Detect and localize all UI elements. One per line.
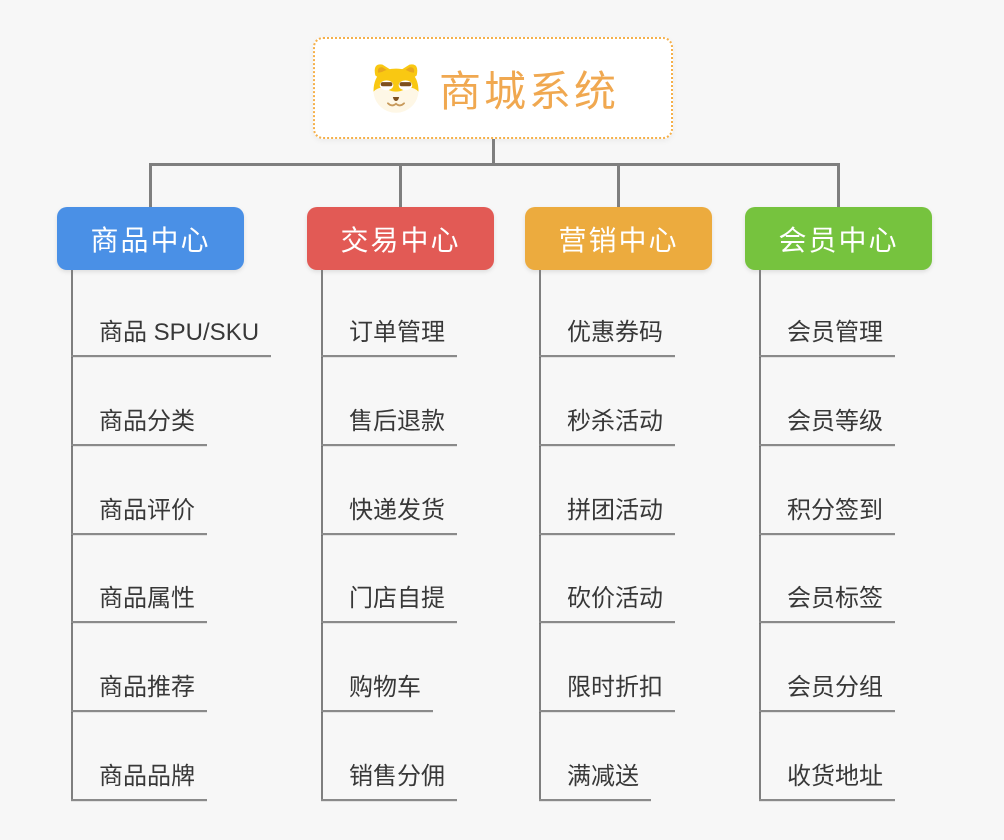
leaf-node[interactable]: 砍价活动 — [539, 582, 675, 623]
branch-node[interactable]: 营销中心 — [525, 207, 712, 270]
leaf-label: 销售分佣 — [349, 763, 445, 790]
leaf-node[interactable]: 会员标签 — [759, 582, 895, 623]
leaf-label: 拼团活动 — [567, 497, 663, 524]
branch-node[interactable]: 商品中心 — [57, 207, 244, 270]
leaf-label: 商品 SPU/SKU — [99, 319, 260, 346]
leaf-label: 商品属性 — [99, 585, 195, 612]
branch-label: 交易中心 — [340, 224, 461, 256]
connector-line — [491, 139, 495, 166]
connector-line — [71, 270, 73, 801]
leaf-label: 收货地址 — [787, 763, 883, 790]
leaf-node[interactable]: 会员管理 — [759, 316, 895, 357]
leaf-node[interactable]: 商品评价 — [71, 494, 207, 535]
leaf-node[interactable]: 优惠券码 — [539, 316, 675, 357]
leaf-node[interactable]: 积分签到 — [759, 494, 895, 535]
leaf-node[interactable]: 商品推荐 — [71, 671, 207, 712]
root-title: 商城系统 — [438, 67, 619, 115]
leaf-label: 砍价活动 — [567, 585, 663, 612]
leaf-node[interactable]: 订单管理 — [321, 316, 457, 357]
leaf-label: 满减送 — [567, 763, 639, 790]
leaf-node[interactable]: 购物车 — [321, 671, 433, 712]
leaf-label: 商品推荐 — [99, 674, 195, 701]
leaf-label: 商品评价 — [99, 497, 195, 524]
leaf-node[interactable]: 会员分组 — [759, 671, 895, 712]
branch-label: 会员中心 — [778, 224, 899, 256]
branch-node[interactable]: 交易中心 — [307, 207, 494, 270]
dog-icon — [367, 61, 425, 115]
root-node[interactable]: 商城系统 — [313, 37, 673, 139]
leaf-label: 积分签到 — [787, 497, 883, 524]
connector-line — [617, 163, 620, 207]
leaf-label: 会员分组 — [787, 674, 883, 701]
leaf-node[interactable]: 商品品牌 — [71, 760, 207, 801]
connector-line — [149, 163, 840, 166]
leaf-label: 会员等级 — [787, 408, 883, 435]
branch-label: 营销中心 — [558, 224, 679, 256]
leaf-node[interactable]: 商品 SPU/SKU — [71, 316, 272, 357]
leaf-node[interactable]: 秒杀活动 — [539, 405, 675, 446]
leaf-node[interactable]: 商品属性 — [71, 582, 207, 623]
connector-line — [149, 163, 152, 207]
leaf-label: 门店自提 — [349, 585, 445, 612]
leaf-node[interactable]: 收货地址 — [759, 760, 895, 801]
leaf-label: 购物车 — [349, 674, 421, 701]
leaf-node[interactable]: 快递发货 — [321, 494, 457, 535]
leaf-label: 限时折扣 — [567, 674, 663, 701]
leaf-label: 会员标签 — [787, 585, 883, 612]
connector-line — [321, 270, 323, 801]
branch-label: 商品中心 — [90, 224, 211, 256]
branch-node[interactable]: 会员中心 — [745, 207, 932, 270]
leaf-label: 快递发货 — [349, 497, 445, 524]
leaf-node[interactable]: 售后退款 — [321, 405, 457, 446]
connector-line — [539, 270, 541, 801]
leaf-label: 订单管理 — [349, 319, 445, 346]
leaf-node[interactable]: 会员等级 — [759, 405, 895, 446]
leaf-label: 商品分类 — [99, 408, 195, 435]
leaf-node[interactable]: 销售分佣 — [321, 760, 457, 801]
leaf-node[interactable]: 门店自提 — [321, 582, 457, 623]
leaf-label: 商品品牌 — [99, 763, 195, 790]
leaf-label: 售后退款 — [349, 408, 445, 435]
connector-line — [837, 163, 840, 207]
leaf-node[interactable]: 限时折扣 — [539, 671, 675, 712]
leaf-node[interactable]: 拼团活动 — [539, 494, 675, 535]
connector-line — [759, 270, 761, 801]
connector-line — [399, 163, 402, 207]
leaf-label: 优惠券码 — [567, 319, 663, 346]
leaf-node[interactable]: 满减送 — [539, 760, 651, 801]
leaf-node[interactable]: 商品分类 — [71, 405, 207, 446]
leaf-label: 秒杀活动 — [567, 408, 663, 435]
leaf-label: 会员管理 — [787, 319, 883, 346]
